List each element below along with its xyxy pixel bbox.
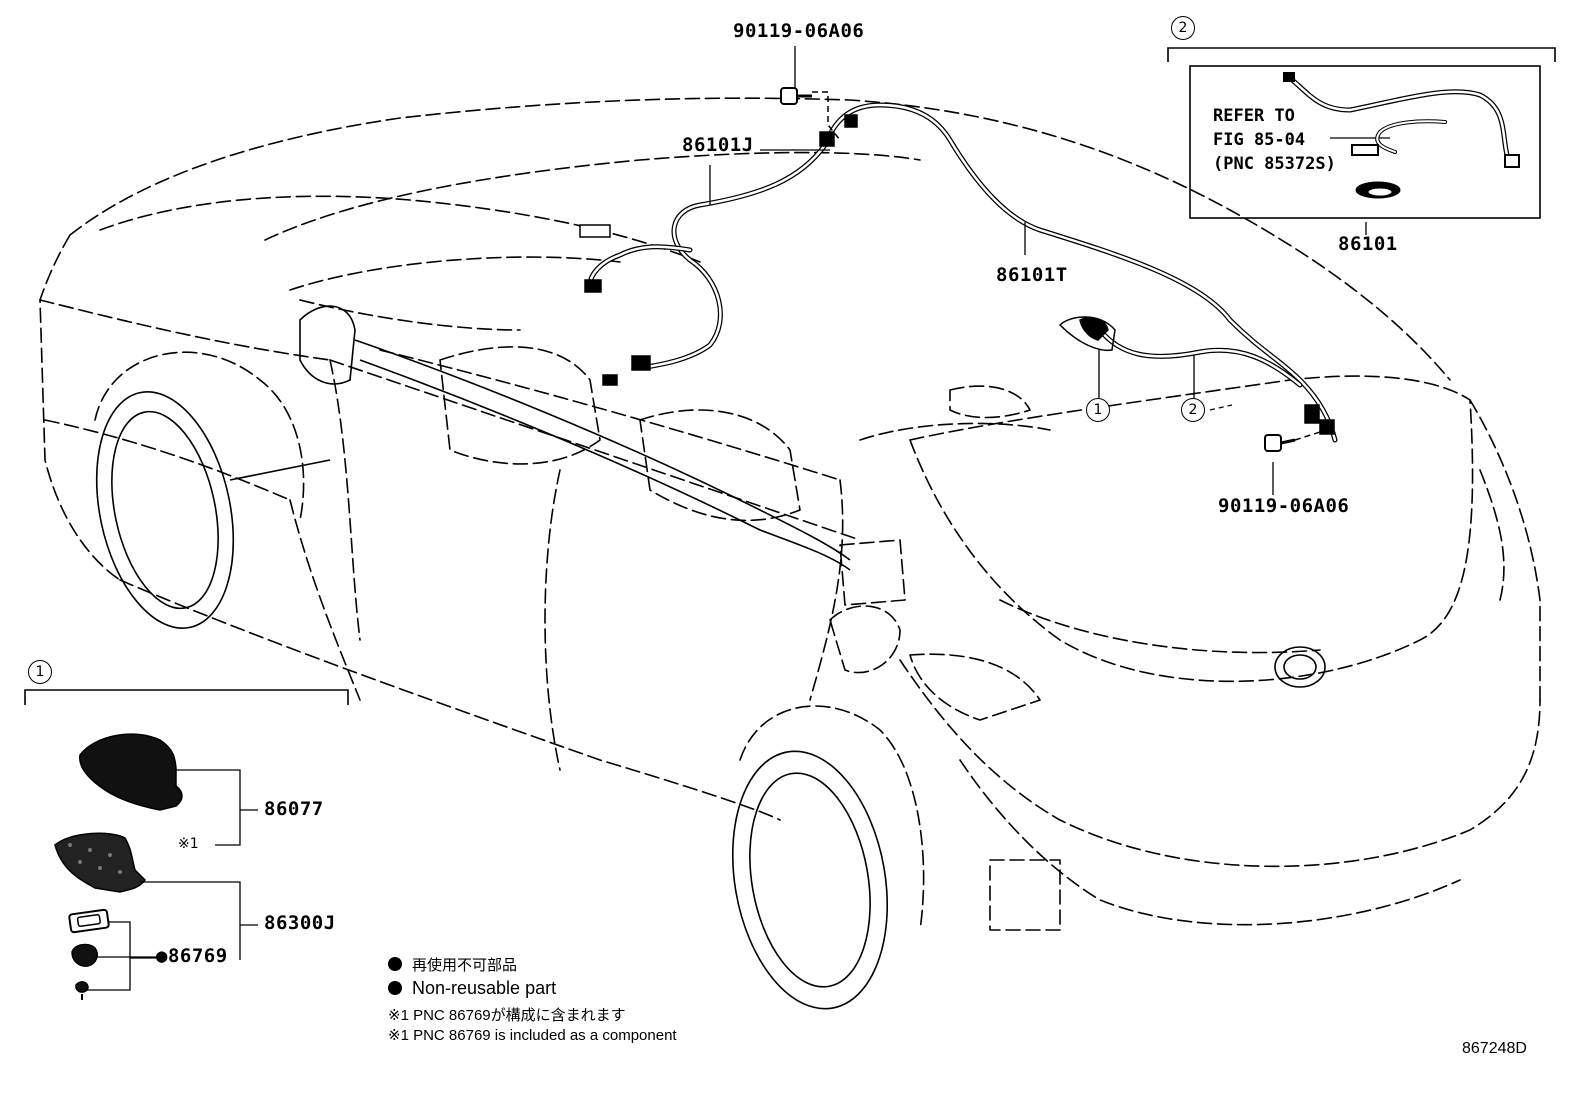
refer-line-1: REFER TO xyxy=(1213,106,1295,126)
callout-2-car: 2 xyxy=(1181,398,1205,422)
refer-line-3: (PNC 85372S) xyxy=(1213,154,1336,174)
legend-jp-nonreusable: 再使用不可部品 xyxy=(388,954,517,975)
note-mark-small: ※1 xyxy=(178,836,199,852)
drawing-number: 867248D xyxy=(1462,1040,1527,1057)
callout-2-header: 2 xyxy=(1171,16,1195,40)
bolt-top-icon xyxy=(780,87,841,141)
label-pad: ●86769 xyxy=(156,945,228,967)
callout-1-header: 1 xyxy=(28,660,52,684)
group-1-leaders xyxy=(86,769,258,991)
antenna-assembly-icon xyxy=(54,832,146,893)
label-wire-front: 86101J xyxy=(682,134,754,156)
nut-icon xyxy=(71,943,98,967)
legend-jp-note: ※1 PNC 86769が構成に含まれます xyxy=(388,1007,626,1024)
legend-jp-text: 再使用不可部品 xyxy=(412,957,518,974)
group-2-bracket xyxy=(1167,47,1556,219)
group-1-parts xyxy=(54,733,183,1000)
legend-en-nonreusable: Non-reusable part xyxy=(388,978,556,999)
wheels xyxy=(95,305,1326,1010)
bolt-rear-icon xyxy=(1264,431,1321,452)
dot-icon xyxy=(388,981,402,995)
inset-cord-icon xyxy=(1283,72,1520,199)
label-bolt-rear: 90119-06A06 xyxy=(1218,495,1350,517)
label-antenna-cover: 86077 xyxy=(264,798,324,820)
refer-line-2: FIG 85-04 xyxy=(1213,130,1306,150)
callout-1-car: 1 xyxy=(1086,398,1110,422)
dot-icon xyxy=(388,957,402,971)
car-body-outline xyxy=(39,97,1541,931)
rear-wheel xyxy=(731,750,889,1010)
bolts xyxy=(780,87,1321,452)
leader-lines xyxy=(709,46,1390,495)
front-wheel xyxy=(95,391,235,629)
legend-en-text: Non-reusable part xyxy=(412,978,557,998)
legend-en-note: ※1 PNC 86769 is included as a component xyxy=(388,1027,677,1044)
group-1-bracket xyxy=(24,689,349,705)
antenna-cover-icon xyxy=(79,733,183,811)
label-antenna-assy: 86300J xyxy=(264,912,336,934)
label-wire-rear: 86101T xyxy=(996,264,1068,286)
label-wire-assy: 86101 xyxy=(1338,233,1398,255)
refer-text: REFER TO FIG 85-04 (PNC 85372S) xyxy=(1213,104,1336,176)
label-pad-number: 86769 xyxy=(167,945,228,967)
label-bolt-top: 90119-06A06 xyxy=(733,20,865,42)
screw-icon xyxy=(75,981,89,993)
non-reusable-dot-icon: ● xyxy=(156,945,168,967)
inset-box xyxy=(1189,65,1541,219)
harness-connectors xyxy=(579,114,1335,435)
antenna-cord xyxy=(587,102,1338,443)
